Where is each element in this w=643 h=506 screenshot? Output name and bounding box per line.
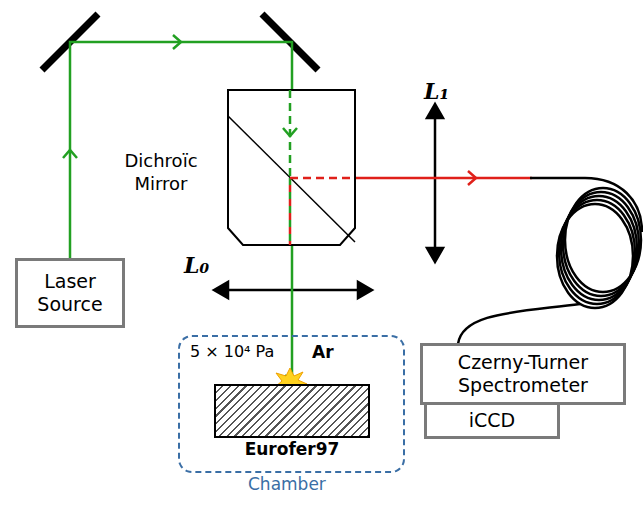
chamber-label: Chamber (248, 474, 326, 494)
component-label: Dichroïc Mirror (112, 150, 210, 195)
node-text: Laser Source (24, 270, 116, 316)
node-text: iCCD (463, 409, 521, 432)
lens-label: L₁ (424, 78, 449, 104)
spectrometer-box: Czerny-Turner Spectrometer (420, 343, 626, 405)
gas-label: Ar (312, 342, 334, 362)
lens-l1 (427, 104, 443, 262)
node-text: Czerny-Turner Spectrometer (427, 351, 619, 397)
lens-label: L₀ (184, 252, 209, 278)
dichroic-surface (228, 116, 355, 242)
collected-light (340, 171, 532, 185)
chamber-region: 5 × 10⁴ PaArChamberEurofer97 (178, 335, 405, 473)
detector-box: iCCD (424, 402, 560, 439)
laser-source-box: Laser Source (15, 258, 125, 328)
sample-label: Eurofer97 (216, 439, 368, 459)
optical-fiber (458, 178, 642, 344)
pressure-label: 5 × 10⁴ Pa (190, 342, 274, 361)
dichroic-prism (228, 90, 355, 245)
sample-block: Eurofer97 (214, 384, 370, 438)
